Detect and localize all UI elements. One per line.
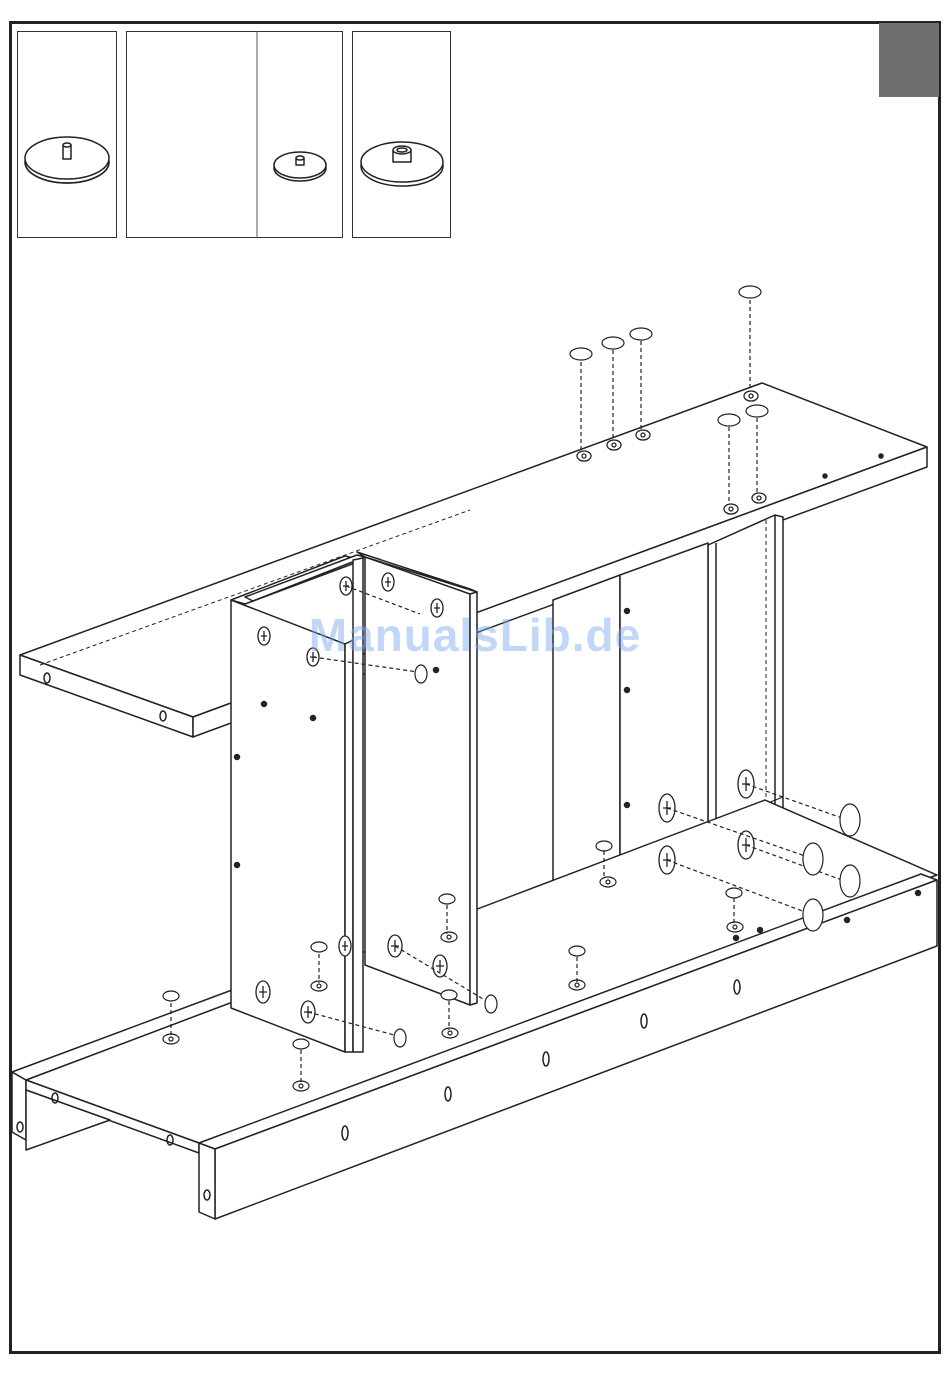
- cam-screw-icon: [382, 573, 394, 591]
- cam-lock-disc-icon: [25, 137, 109, 183]
- cam-screw-icon: [258, 627, 270, 645]
- left-inner-panel: [357, 552, 477, 1005]
- small-cam-disc-icon: [274, 152, 326, 181]
- cam-housing-disc-icon: [361, 142, 443, 186]
- cam-screw-icon: [256, 981, 270, 1003]
- cam-screw-icon: [339, 936, 351, 956]
- cam-screw-icon: [431, 599, 443, 617]
